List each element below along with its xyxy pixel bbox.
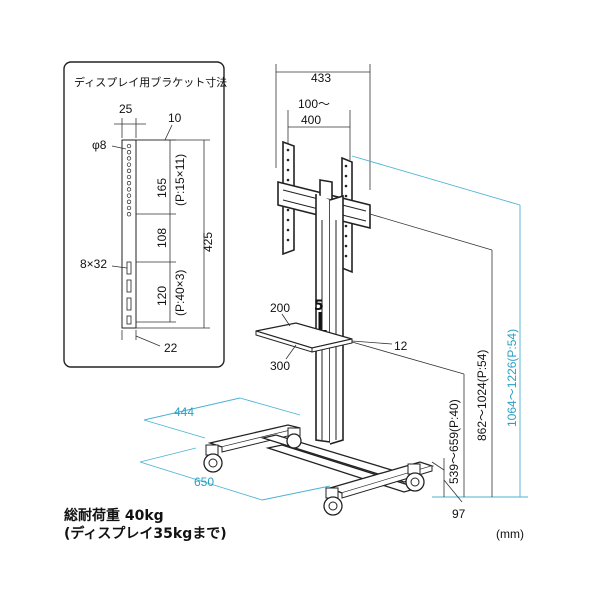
caster-height-97: 97 — [452, 507, 466, 521]
arrow-count-5: 5 — [314, 298, 324, 314]
bracket-bar — [121, 139, 137, 329]
bracket-hole — [126, 143, 132, 149]
inset-pitch-15x11: (P:15×11) — [173, 154, 187, 206]
bracket-hole — [126, 174, 132, 180]
vesa-width-a: 100～ — [298, 97, 330, 111]
height-total: 1064～1226(P:54) — [505, 329, 519, 427]
bracket-hole — [344, 254, 348, 258]
bracket-hole — [344, 234, 348, 238]
bracket-hole — [126, 187, 132, 192]
bracket-slot — [126, 279, 132, 293]
bracket-hole — [286, 208, 290, 212]
inset-title: ディスプレイ用ブラケット寸法 — [74, 75, 227, 89]
bracket-holes — [126, 143, 132, 217]
inset-frame — [63, 61, 225, 368]
bracket-hole — [286, 158, 290, 162]
bracket-hole — [126, 168, 132, 173]
inset-width-25: 25 — [119, 102, 133, 116]
pole-back — [315, 194, 331, 443]
stand-illustration: 433 100～ 400 5 200 300 12 — [139, 64, 528, 521]
caster-front-right — [405, 463, 425, 492]
inset-dim-165: 165 — [155, 178, 169, 198]
inset-slot-size: 8×32 — [80, 257, 107, 271]
bracket-hole — [286, 218, 290, 222]
unit-label: (mm) — [496, 527, 524, 541]
inset-offset-10: 10 — [168, 111, 182, 125]
inset-hole-diameter: φ8 — [92, 138, 107, 152]
bracket-hole — [286, 168, 290, 172]
bracket-hole — [126, 212, 132, 217]
shelf-thickness-12: 12 — [394, 339, 408, 353]
bracket-hole — [126, 199, 132, 204]
bracket-hole — [344, 224, 348, 228]
shelf-depth-200: 200 — [270, 301, 290, 315]
bracket-slot — [126, 261, 132, 275]
load-capacity-display: (ディスプレイ35kgまで) — [64, 525, 227, 542]
bracket-hole — [126, 162, 132, 167]
bracket-hole — [126, 193, 132, 198]
bracket-slot — [126, 315, 132, 325]
inset-dim-425: 425 — [201, 232, 215, 252]
bracket-hole — [344, 174, 348, 178]
caster-rear-left — [203, 444, 223, 473]
bracket-slot — [126, 297, 132, 311]
vesa-width-b: 400 — [301, 113, 321, 127]
bracket-hole — [126, 156, 132, 161]
bracket-hole — [286, 148, 290, 152]
bracket-hole — [344, 184, 348, 188]
bracket-hole — [126, 181, 132, 186]
caster-rear-right — [286, 427, 302, 449]
base-depth-444: 444 — [174, 405, 194, 419]
bracket-hole — [344, 244, 348, 248]
shelf-width-300: 300 — [270, 359, 290, 373]
inset-dim-120: 120 — [155, 286, 169, 306]
bracket-hole — [126, 150, 132, 155]
bracket-hole — [286, 228, 290, 232]
load-capacity: 総耐荷重 40kg — [64, 507, 164, 524]
base-width-650: 650 — [194, 475, 214, 489]
width-433: 433 — [311, 71, 331, 85]
bracket-hole — [344, 164, 348, 168]
caster-front-left — [323, 487, 343, 516]
bracket-hole — [126, 205, 132, 211]
inset-pitch-40x3: (P:40×3) — [173, 270, 187, 316]
height-shelf: 539～659(P:40) — [447, 399, 461, 484]
bracket-hole — [286, 238, 290, 242]
inset-dim-108: 108 — [155, 228, 169, 248]
bracket-hole — [344, 194, 348, 198]
bracket-hole — [286, 178, 290, 182]
bracket-inset: ディスプレイ用ブラケット寸法 25 10 φ8 165 — [63, 61, 227, 368]
height-bracket: 862～1024(P:54) — [475, 350, 489, 441]
inset-bottom-22: 22 — [164, 341, 178, 355]
